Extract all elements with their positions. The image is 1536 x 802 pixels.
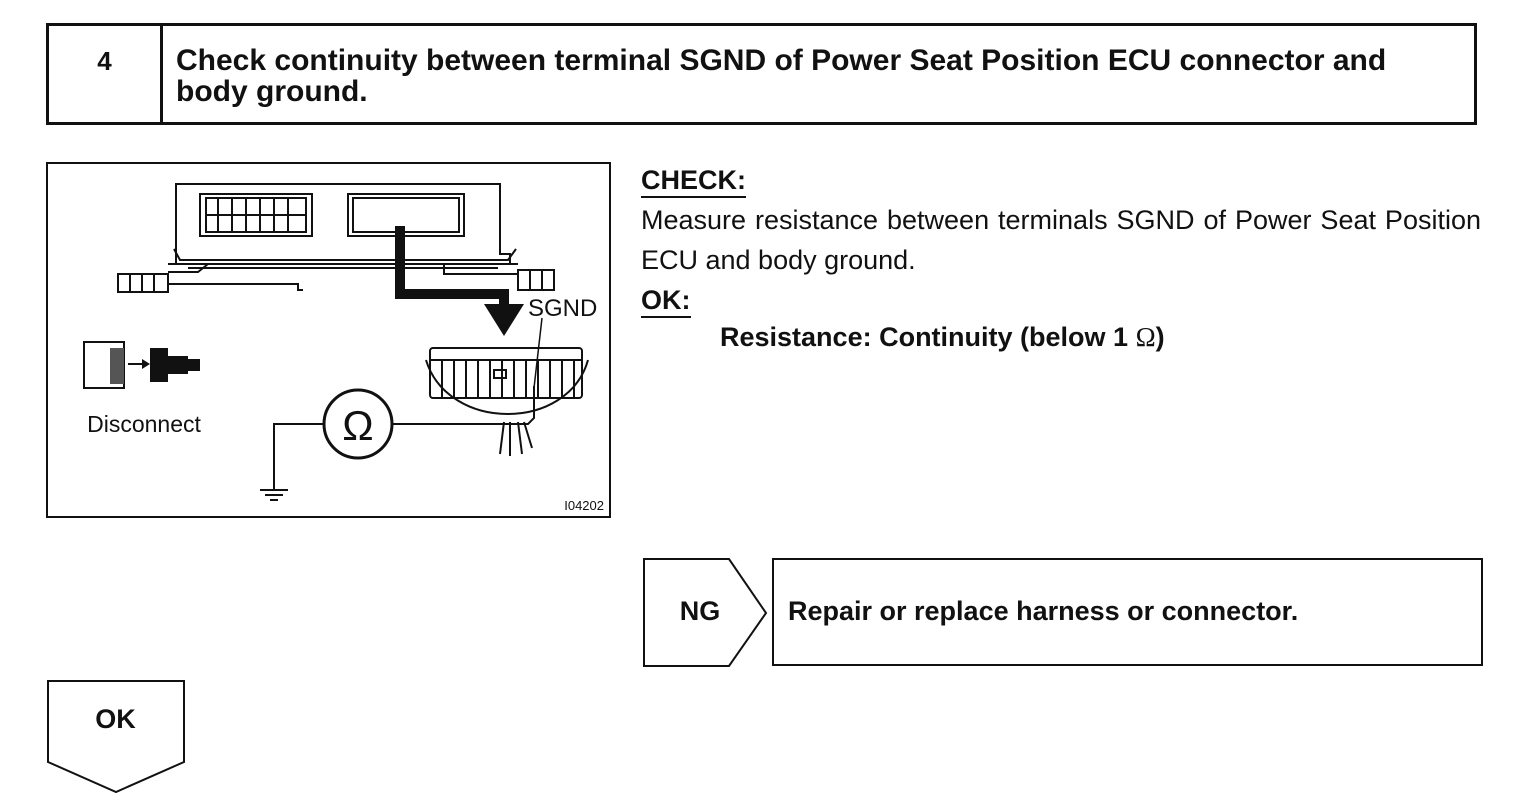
meter-symbol: Ω	[342, 402, 373, 449]
ng-arrow-tag	[643, 558, 768, 667]
ohm-unit: Ω	[1135, 322, 1156, 352]
check-heading: CHECK:	[641, 164, 746, 198]
step-number: 4	[49, 26, 163, 122]
ng-label: NG	[679, 596, 721, 626]
ng-action-box: Repair or replace harness or connector.	[772, 558, 1483, 666]
probe-arrow	[395, 226, 524, 336]
ok-spec-text: Resistance: Continuity (below 1	[720, 322, 1136, 352]
figure-code: I04202	[564, 498, 604, 513]
ok-spec: Resistance: Continuity (below 1 Ω)	[720, 322, 1165, 353]
step-header: 4 Check continuity between terminal SGND…	[46, 23, 1477, 125]
ok-heading: OK:	[641, 284, 691, 318]
step-title: Check continuity between terminal SGND o…	[176, 44, 1387, 108]
ok-arrow-tag	[47, 680, 185, 794]
disconnect-label: Disconnect	[87, 411, 201, 437]
connector-disconnect-icon	[83, 341, 200, 389]
ok-spec-close: )	[1155, 322, 1165, 352]
ohmmeter-icon	[273, 386, 535, 490]
ecu-connector	[425, 317, 589, 456]
ecu-unit	[117, 183, 555, 293]
ng-action: Repair or replace harness or connector.	[788, 596, 1299, 626]
sgnd-label: SGND	[528, 295, 597, 322]
ok-label: OK	[95, 704, 136, 734]
check-section: CHECK: Measure resistance between termin…	[641, 160, 1481, 320]
wiring-diagram: Ω Disconnect SGND I04202	[46, 162, 611, 518]
check-description: Measure resistance between terminals SGN…	[641, 205, 1481, 275]
ground-icon	[260, 489, 288, 501]
